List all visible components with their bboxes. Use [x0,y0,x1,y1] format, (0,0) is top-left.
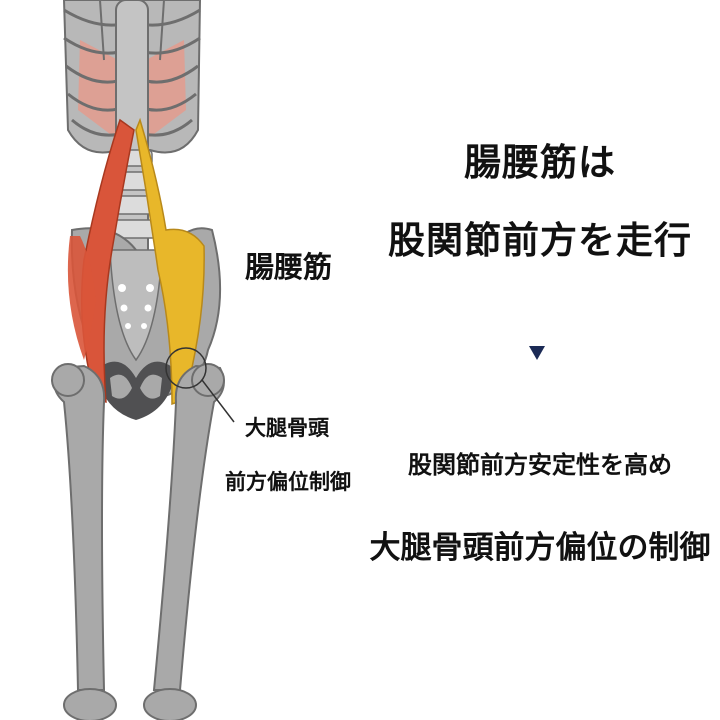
iliacus-muscle [135,117,205,406]
femurs [51,363,225,720]
down-arrow-icon [529,346,545,360]
iliacus-left [67,236,96,360]
psoas-muscle [81,118,135,403]
muscle-label: 腸腰筋 [245,250,333,284]
headline-line-2: 股関節前方を走行 [388,219,692,262]
result-line-2: 大腿骨頭前方偏位の制御 [369,530,711,566]
femoral-head-label-line-1: 大腿骨頭 [245,416,329,440]
femoral-head-label-line-2: 前方偏位制御 [225,470,351,494]
headline-line-1: 腸腰筋は [464,141,616,184]
femoral-head-highlight [165,347,207,389]
result-line-1: 股関節前方安定性を高め [408,451,672,479]
femoral-head-leader-line [201,379,235,423]
